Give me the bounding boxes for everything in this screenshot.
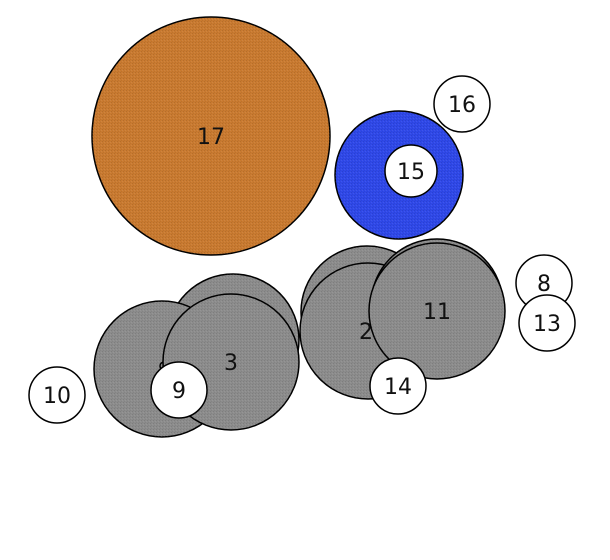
ball-13-label: 13 (533, 312, 561, 337)
ball-17-label: 17 (197, 125, 225, 150)
ball-10[interactable]: 10 (28, 366, 86, 424)
ball-17[interactable]: 17 (91, 16, 331, 256)
ball-9-circle[interactable] (150, 361, 208, 419)
ball-15-circle[interactable] (384, 144, 438, 198)
ball-9-label: 9 (172, 379, 186, 404)
ball-8-label: 8 (537, 272, 551, 297)
ball-14-label: 14 (384, 375, 412, 400)
ball-16-circle[interactable] (433, 75, 491, 133)
ball-14-circle[interactable] (369, 357, 427, 415)
ball-13[interactable]: 13 (518, 294, 576, 352)
ball-15-label: 15 (397, 160, 425, 185)
ball-13-circle[interactable] (518, 294, 576, 352)
ball-3-label: 3 (224, 351, 238, 376)
ball-11-label: 11 (423, 300, 451, 325)
ball-16-label: 16 (448, 93, 476, 118)
ball-14[interactable]: 14 (369, 357, 427, 415)
ball-16[interactable]: 16 (433, 75, 491, 133)
ball-9[interactable]: 9 (150, 361, 208, 419)
ball-10-label: 10 (43, 384, 71, 409)
ball-10-circle[interactable] (28, 366, 86, 424)
ball-15[interactable]: 15 (384, 144, 438, 198)
